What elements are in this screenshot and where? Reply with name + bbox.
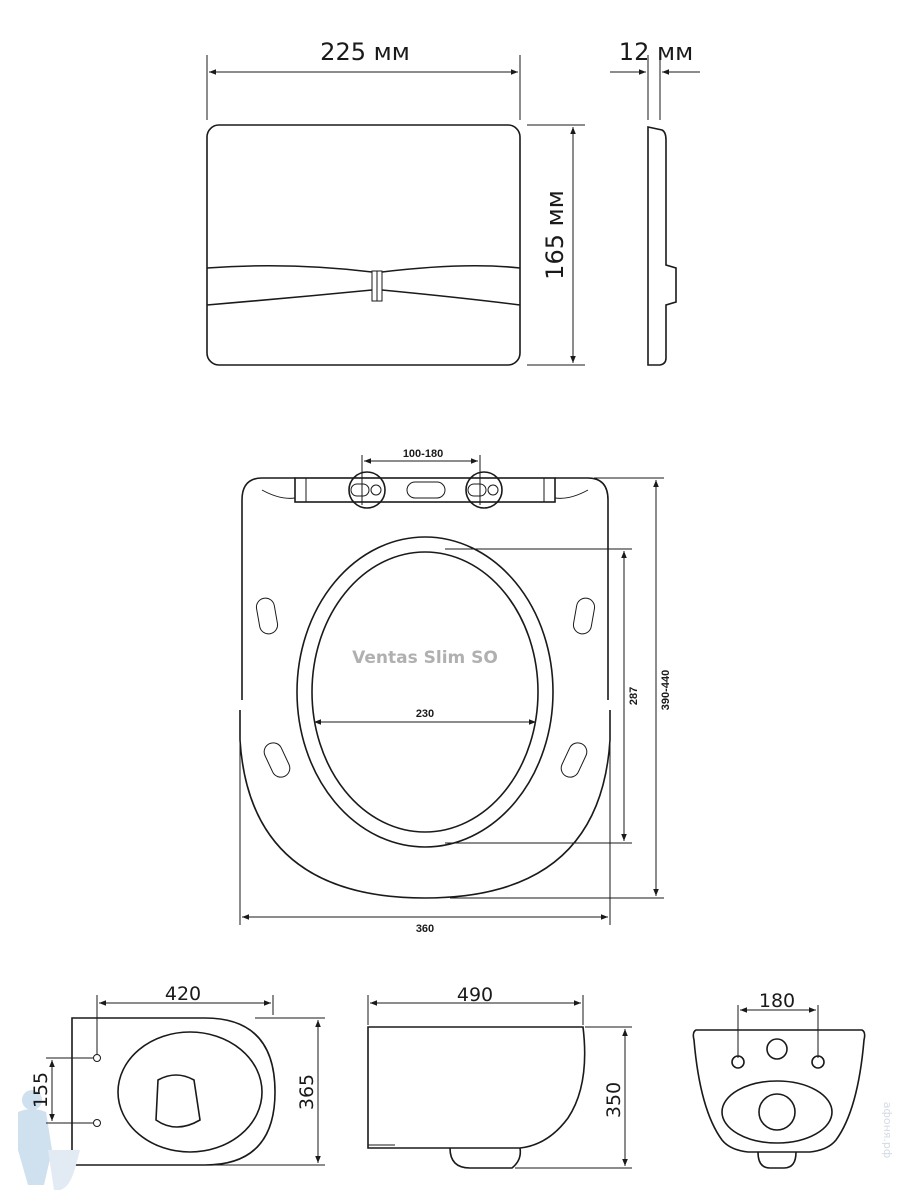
dimension-overall-width: 360 (239, 710, 611, 935)
flush-plate-front-view (206, 124, 521, 366)
side-height-label: 350 (603, 1082, 625, 1118)
hinge-bar (294, 477, 556, 503)
dimension-hinge-spacing: 100-180 (361, 448, 481, 505)
width-label: 225 мм (320, 38, 410, 66)
dimension-side-length: 490 (367, 984, 584, 1025)
bowl-watermark: афоня.рф (18, 1090, 894, 1190)
seat-top-view: Ventas Slim SO (239, 471, 611, 899)
hinge-spacing-label: 100-180 (403, 448, 443, 460)
overall-width-label: 360 (416, 923, 434, 935)
side-length-label: 490 (457, 984, 493, 1006)
dimension-top-width: 365 (200, 1017, 325, 1166)
dimension-rear-mount-spacing: 180 (737, 990, 819, 1058)
height-label: 165 мм (541, 190, 569, 280)
dimension-depth-12: 12 мм (610, 38, 700, 120)
dimension-top-length: 420 (96, 983, 274, 1055)
dimension-side-height: 350 (515, 1026, 632, 1169)
overall-length-label: 390-440 (660, 670, 672, 710)
top-length-label: 420 (165, 983, 201, 1005)
model-name: Ventas Slim SO (352, 648, 498, 668)
bowl-side-view (367, 1026, 586, 1169)
inner-width-label: 230 (416, 708, 434, 720)
hinge-left (348, 471, 386, 509)
hinge-right (465, 471, 503, 509)
dimension-inner-length: 287 (445, 548, 640, 844)
flush-plate-side-view (647, 126, 677, 366)
watermark-text: афоня.рф (881, 1102, 894, 1159)
dimension-height-165: 165 мм (527, 124, 585, 366)
mount-spacing-label: 155 (30, 1072, 52, 1108)
bowl-rear-view (692, 1029, 866, 1169)
inner-length-label: 287 (628, 687, 640, 705)
plumber-mascot-icon (18, 1090, 80, 1190)
depth-label: 12 мм (619, 38, 693, 66)
rear-mount-spacing-label: 180 (759, 990, 795, 1012)
bowl-top-view (71, 1017, 276, 1166)
dimension-width-225: 225 мм (206, 38, 521, 120)
dimension-overall-length: 390-440 (450, 477, 672, 899)
top-width-label: 365 (296, 1074, 318, 1110)
dimension-mount-spacing: 155 (30, 1057, 93, 1124)
dimension-inner-width: 230 (314, 708, 536, 725)
